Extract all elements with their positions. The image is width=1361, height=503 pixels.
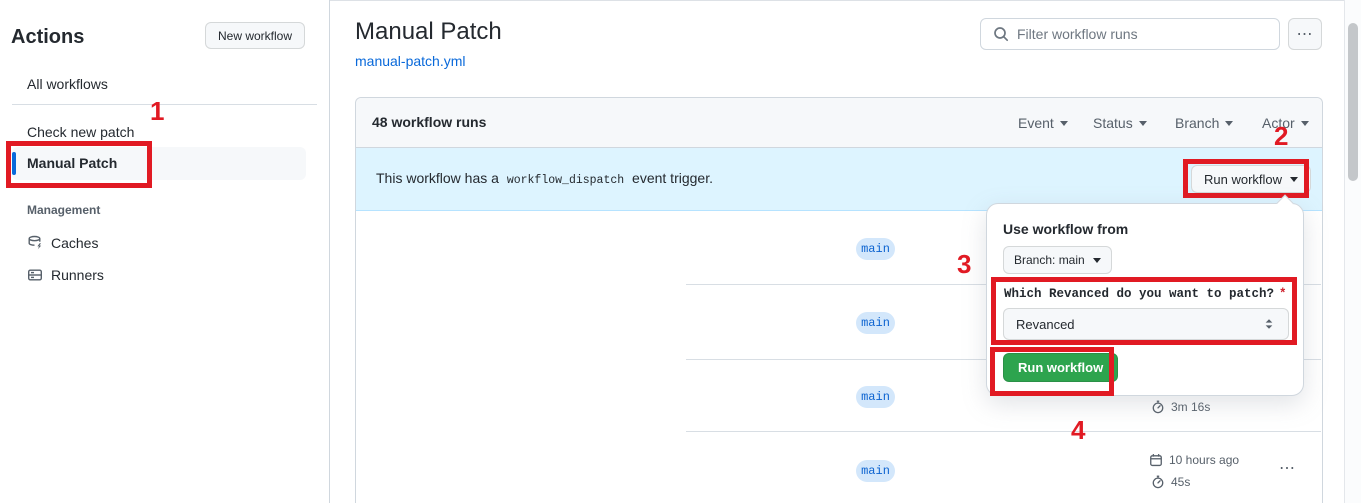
run-duration: 3m 16s [1151,400,1210,414]
banner-text-before: This workflow has a [376,170,499,186]
filter-status[interactable]: Status [1093,98,1147,148]
workflow-file-link[interactable]: manual-patch.yml [355,53,466,69]
search-icon [994,27,1009,42]
sidebar-item-label: Runners [51,267,104,283]
sidebar-item-all-workflows[interactable]: All workflows [27,76,108,92]
workflow-input-label: Which Revanced do you want to patch? * [1004,287,1287,301]
workflow-dispatch-banner: This workflow has a workflow_dispatch ev… [356,148,1322,211]
filter-branch[interactable]: Branch [1175,98,1234,148]
chevron-down-icon [1138,120,1147,126]
runs-list-header: 48 workflow runs Event Status Branch Act… [356,98,1322,148]
management-heading: Management [27,203,101,217]
sidebar-divider [12,104,317,105]
filter-actor[interactable]: Actor [1262,98,1309,148]
run-workflow-submit-button[interactable]: Run workflow [1003,353,1119,382]
sidebar-item-label: Manual Patch [27,155,118,171]
page-title: Manual Patch [355,18,502,45]
search-input[interactable] [1017,26,1267,42]
scrollbar-track[interactable] [1344,0,1361,503]
branch-badge[interactable]: main [856,312,895,334]
branch-badge[interactable]: main [856,238,895,260]
updown-arrows-icon [1265,319,1273,329]
actions-sidebar: Actions New workflow All workflows Check… [0,0,330,503]
date-label: 10 hours ago [1169,453,1240,467]
scrollbar-thumb[interactable] [1348,23,1358,181]
banner-text-after: event trigger. [632,170,713,186]
duration-label: 3m 16s [1171,400,1211,414]
use-workflow-from-label: Use workflow from [1003,221,1129,237]
banner-code: workflow_dispatch [506,174,625,187]
run-duration: 45s [1151,475,1190,489]
sidebar-item-check-new-patch[interactable]: Check new patch [27,124,135,140]
new-workflow-button[interactable]: New workflow [205,22,306,49]
input-label-text: Which Revanced do you want to patch? [1004,287,1275,301]
run-workflow-label: Run workflow [1204,171,1283,187]
select-value: Revanced [1016,316,1075,332]
stopwatch-icon [1152,400,1164,414]
filter-label: Status [1093,115,1133,131]
sidebar-item-runners[interactable]: Runners [27,267,104,283]
filter-runs-searchbox[interactable] [980,18,1280,50]
more-options-button[interactable]: ⋯ [1288,18,1322,50]
chevron-down-icon [1059,120,1068,126]
runners-icon [28,269,43,281]
selected-accent-bar [12,152,16,175]
branch-select-label: Branch: main [1014,253,1085,267]
run-date: 10 hours ago [1149,453,1239,467]
chevron-down-icon [1092,257,1101,263]
sidebar-item-manual-patch[interactable]: Manual Patch [12,147,306,180]
runs-count: 48 workflow runs [372,114,487,130]
run-workflow-dropdown-button[interactable]: Run workflow [1191,165,1312,193]
filter-label: Actor [1262,115,1295,131]
banner-text: This workflow has a workflow_dispatch ev… [376,170,713,187]
branch-badge[interactable]: main [856,386,895,408]
sidebar-title: Actions [11,26,85,48]
required-asterisk: * [1279,287,1287,301]
cache-database-icon [28,235,42,250]
stopwatch-icon [1152,475,1164,489]
chevron-down-icon [1225,120,1234,126]
branch-select-button[interactable]: Branch: main [1003,246,1112,274]
duration-label: 45s [1171,475,1191,489]
filter-label: Branch [1175,115,1220,131]
revanced-select[interactable]: Revanced [1003,308,1289,340]
chevron-down-icon [1290,176,1299,182]
sidebar-item-label: Caches [51,235,99,251]
row-divider [686,431,1321,432]
calendar-icon [1150,454,1162,467]
branch-badge[interactable]: main [856,460,895,482]
sidebar-item-caches[interactable]: Caches [27,235,98,251]
row-more-options-button[interactable]: ⋯ [1279,460,1296,477]
filter-event[interactable]: Event [1018,98,1068,148]
chevron-down-icon [1300,120,1309,126]
top-nav-divider [0,0,1361,1]
run-workflow-panel: Use workflow from Branch: main Which Rev… [986,194,1304,396]
filter-label: Event [1018,115,1054,131]
